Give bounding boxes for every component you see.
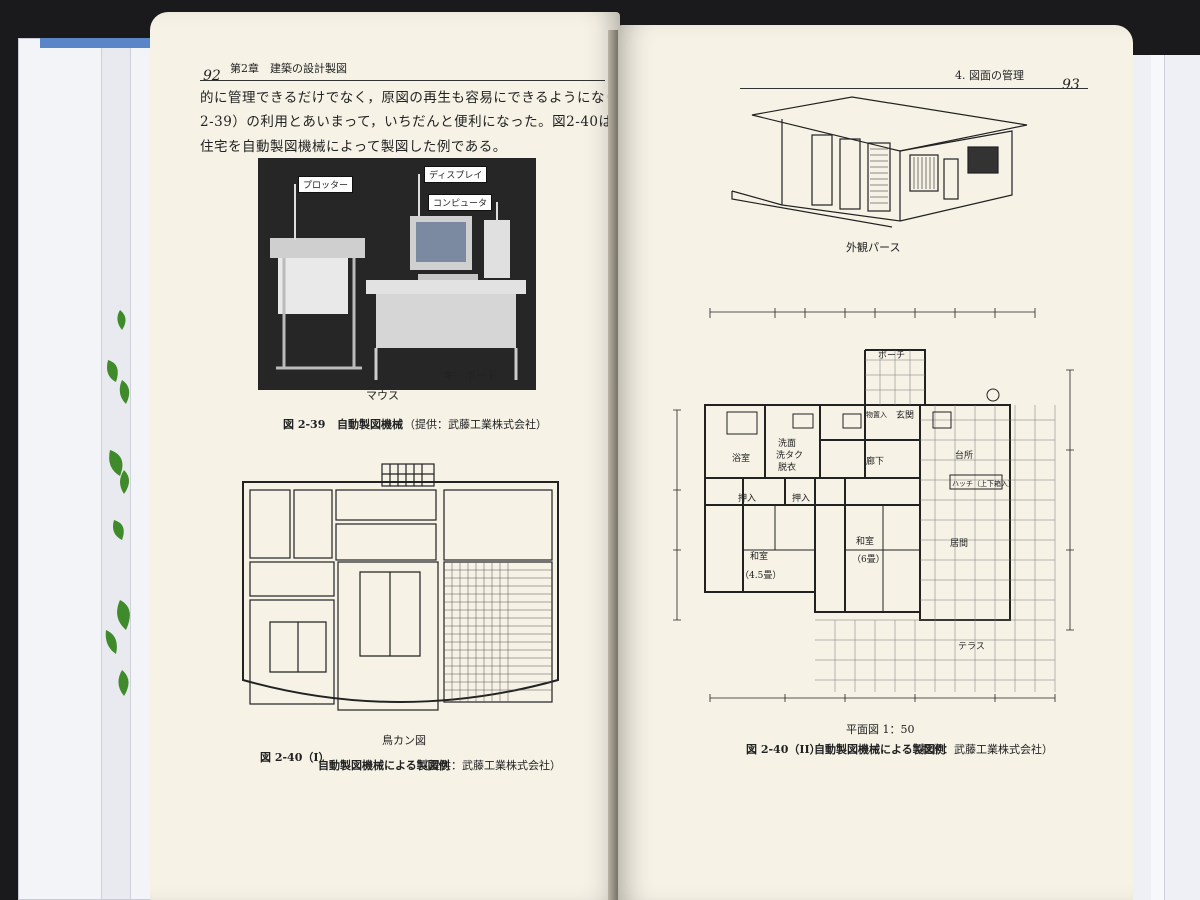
exterior-perspective [731,96,1028,228]
fig-2-39-number: 図 2-39 [283,418,326,431]
plan-label-bath: 浴室 [732,454,751,464]
section-header: 4. 図面の管理 [955,69,1024,82]
page-number-right: 93 [1062,77,1080,93]
right-page [618,25,1133,900]
mouse-label: マウス [366,389,399,402]
equipment-photo: プロッター ディスプレイ コンピュータ [258,158,536,390]
plan-label-washitsu-1-size: （4.5畳） [740,571,782,581]
plan-scale-label: 平面図 1：50 [846,723,915,736]
plotter-label: プロッター [298,176,354,193]
plan-label-hatch: ハッチ（上下箱入） [952,480,1015,488]
header-rule-left [200,80,605,81]
fig-2-40-1-credit: （提供：武藤工業株式会社） [418,759,561,772]
chapter-header: 第2章 建築の設計製図 [230,62,347,75]
page-number-left: 92 [203,68,221,84]
leaf-decoration [105,310,130,696]
body-line-4: 住宅を自動製図機械によって製図した例である。 [200,139,507,155]
display-label: ディスプレイ [424,166,488,183]
plan-label-washitsu-2-size: （6畳） [852,555,885,565]
keyboard-label: キーボード [443,369,498,382]
cover-blue-stripe [40,38,160,48]
computer-leader [496,202,498,222]
birdseye-sublabel: 鳥カン図 [382,734,426,747]
left-cover [18,38,153,900]
plan-label-closet-2: 押入 [792,494,811,504]
body-line-2: 的に管理できるだけでなく，原図の再生も容易にできるようになり，自動製図機械(図 [200,90,736,106]
plan-label-closet-1: 押入 [738,494,757,504]
plotter-leader [294,184,296,240]
plan-label-laundry: 洗タク [776,451,804,461]
birdseye-drawing [242,463,559,711]
plan-label-storage: 物置入 [866,411,887,419]
plan-label-washroom: 洗面 [778,439,797,449]
plan-label-entrance: 玄関 [896,411,915,421]
floor-plan [673,308,1074,702]
header-rule-right [740,88,1088,89]
fig-2-40-1-number: 図 2-40（I） [260,751,330,764]
fig-2-40-1-title: 自動製図機械による製図例 [318,759,450,772]
display-leader [418,174,420,216]
plan-label-dressing: 脱衣 [778,463,797,473]
plan-label-living: 居間 [950,539,969,549]
body-line-3: 2-39）の利用とあいまって，いちだんと便利になった。図2-40は，図2-6の木… [200,114,706,130]
fig-2-40-2-credit: （提供：武藤工業株式会社） [910,743,1053,756]
fig-2-39-credit: （提供：武藤工業株式会社） [404,418,547,431]
computer-label: コンピュータ [428,194,493,211]
fig-2-40-2-number: 図 2-40（II） [746,743,821,756]
plan-label-terrace: テラス [958,642,985,652]
right-cover [1130,55,1200,900]
fig-2-39-title: 自動製図機械 [337,418,403,431]
plan-label-washitsu-2: 和室 [856,537,875,547]
plan-label-porch: ポーチ [878,351,906,361]
plan-label-washitsu-1: 和室 [750,552,769,562]
plan-label-hall: 廊下 [866,457,885,467]
fig-2-40-2-title: 自動製図機械による製図例 [814,743,946,756]
page-edges [1151,55,1165,900]
plan-label-kitchen: 台所 [955,451,974,461]
perspective-label: 外観パース [846,241,901,254]
